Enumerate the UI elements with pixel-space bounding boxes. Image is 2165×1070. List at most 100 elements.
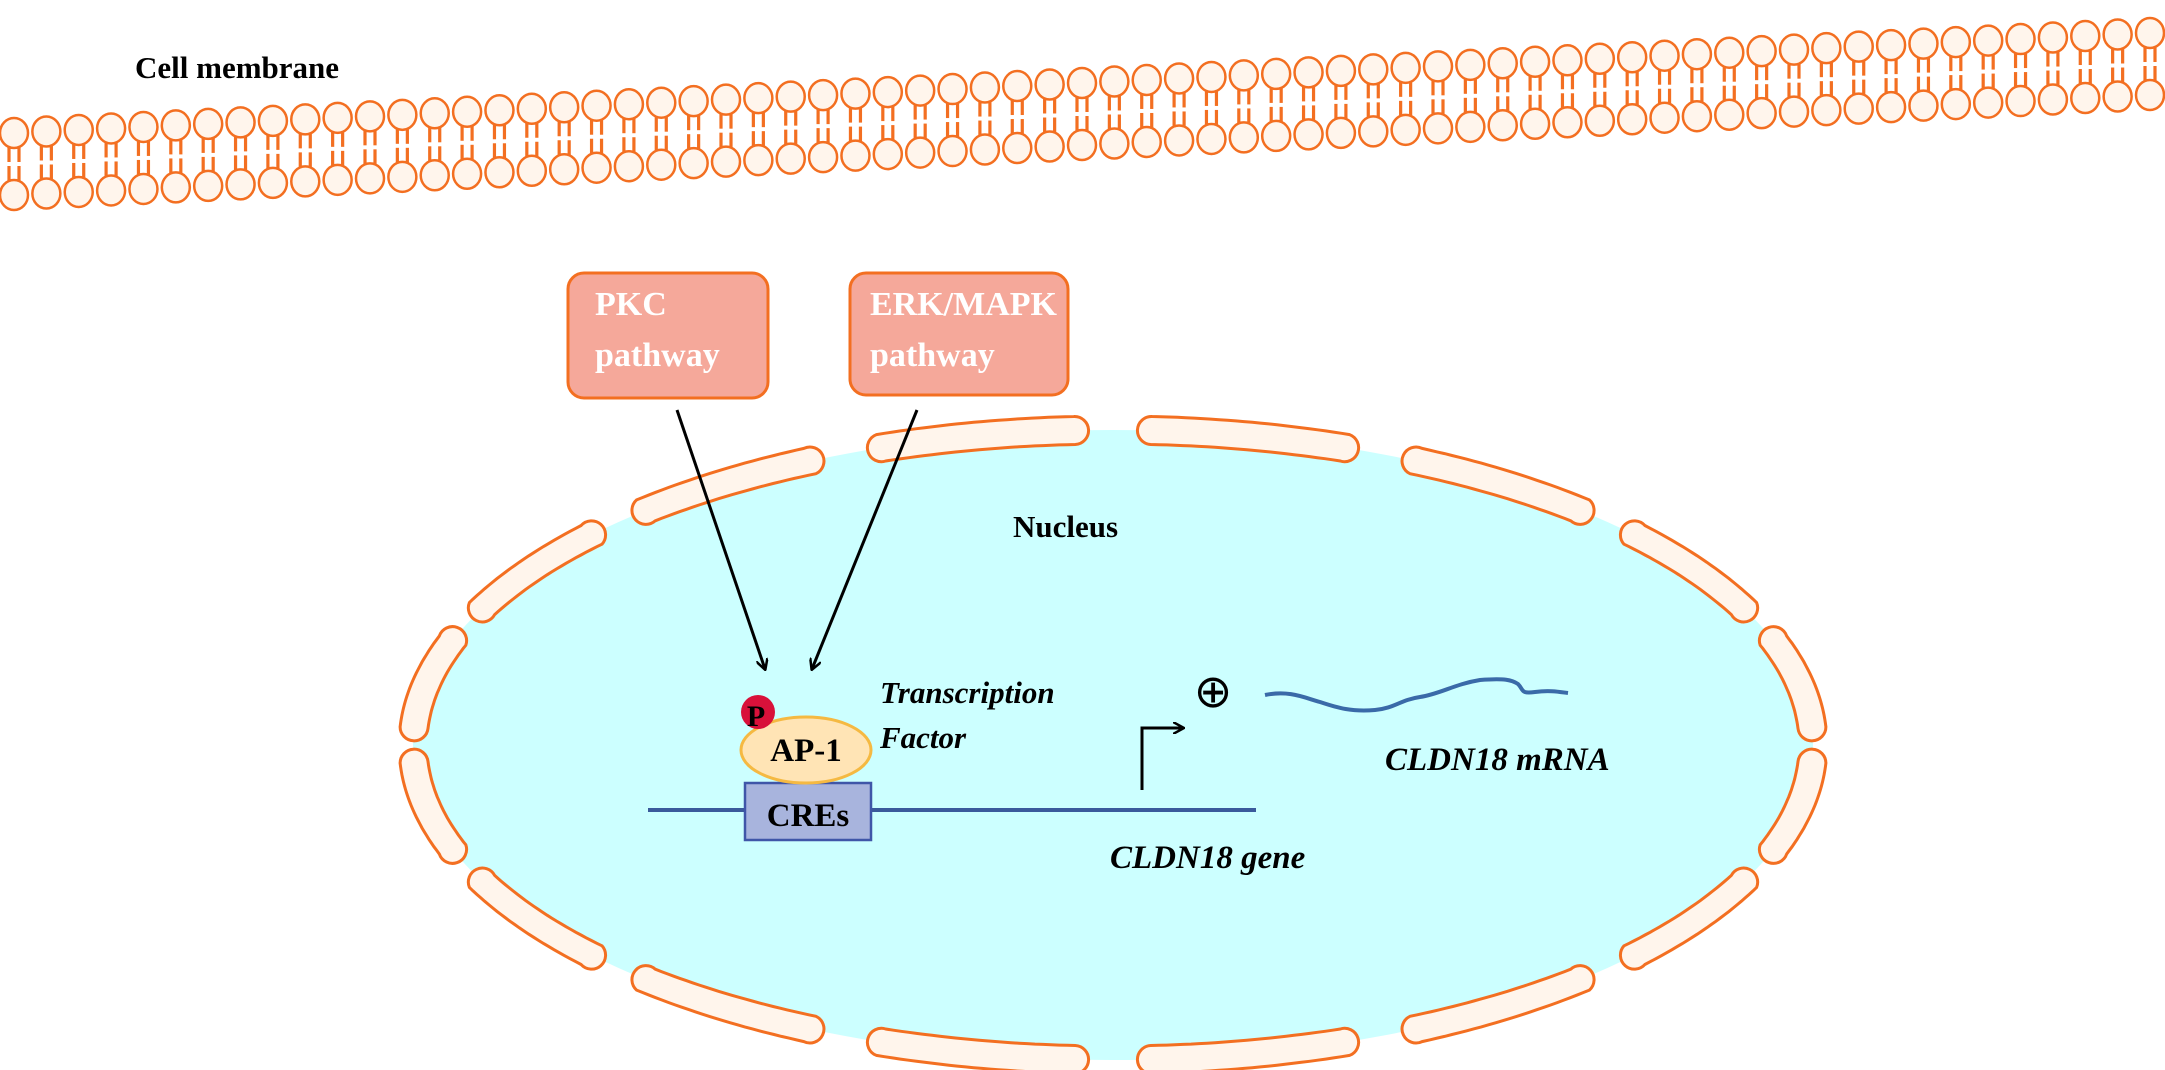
lipid-head (1875, 28, 1907, 62)
nuclear-envelope-segment (630, 964, 826, 1045)
lipid-head (63, 175, 94, 209)
nuclear-envelope-segment (1757, 625, 1828, 743)
lipid-head (1972, 24, 2004, 57)
lipid-head (1163, 124, 1195, 157)
lipid-head (1940, 87, 1972, 121)
erk-mapk-pathway-line2: pathway (870, 337, 995, 374)
lipid-head (95, 112, 127, 145)
lipid-head (1616, 40, 1648, 74)
lipid-head (1552, 44, 1583, 77)
lipid-head (484, 156, 515, 189)
lipid-head (1455, 110, 1486, 144)
lipid-head (1422, 112, 1454, 145)
nuclear-envelope-segment (1618, 519, 1760, 624)
nuclear-envelope-segment (1400, 964, 1596, 1045)
nuclear-envelope-segment (1757, 747, 1828, 865)
lipid-head (31, 115, 62, 148)
lipid-head (646, 148, 677, 181)
lipid-head (1002, 131, 1033, 165)
lipid-head (1002, 69, 1033, 103)
lipid-head (516, 154, 548, 188)
cell-membrane-label: Cell membrane (135, 50, 339, 85)
lipid-head (2070, 19, 2101, 53)
lipid-head (1260, 119, 1292, 153)
phosphate-label: P (747, 700, 765, 733)
lipid-head (1811, 93, 1842, 127)
lipid-head (354, 100, 386, 133)
lipid-head (2005, 84, 2036, 118)
lipid-head (710, 145, 742, 178)
lipid-head (1908, 27, 1939, 60)
lipid-head (1325, 54, 1357, 88)
lipid-head (1293, 56, 1324, 89)
cldn18-mrna-label: CLDN18 mRNA (1385, 742, 1610, 778)
lipid-head (322, 163, 353, 197)
lipid-head (1584, 104, 1616, 138)
lipid-head (451, 95, 483, 129)
lipid-head (1131, 125, 1162, 159)
nucleus-label: Nucleus (1013, 509, 1118, 544)
lipid-head (63, 113, 94, 147)
lipid-head (937, 72, 968, 106)
ap1-transcription-factor: AP-1 (739, 715, 873, 785)
lipid-head (969, 71, 1001, 104)
ap1-label: AP-1 (770, 733, 841, 769)
transcription-factor-line2: Factor (879, 720, 967, 755)
lipid-head (2134, 16, 2165, 50)
lipid-head (1746, 34, 1777, 68)
lipid-head (1972, 86, 2004, 119)
lipid-head (872, 75, 904, 109)
lipid-head (548, 152, 580, 186)
lipid-head (225, 106, 256, 139)
lipid-head (2070, 81, 2101, 115)
lipid-head (2102, 80, 2133, 113)
lipid-head (1681, 37, 1713, 71)
lipid-head (743, 81, 774, 115)
lipid-head (31, 177, 62, 210)
lipid-head (807, 140, 839, 174)
lipid-head (1616, 102, 1648, 136)
nuclear-envelope-segment (865, 1026, 1091, 1070)
lipid-head (1519, 45, 1551, 79)
nuclear-envelope-segment (630, 445, 826, 526)
lipid-head (354, 162, 386, 195)
lipid-head (2037, 21, 2069, 54)
lipid-head (581, 151, 612, 184)
lipid-head (710, 83, 742, 116)
nuclear-envelope (398, 414, 1828, 1070)
lipid-head (1487, 109, 1518, 142)
lipid-head (1099, 65, 1130, 98)
nuclear-envelope-segment (1135, 414, 1361, 464)
erk-mapk-pathway-box: ERK/MAPK pathway (848, 271, 1070, 397)
lipid-head (1163, 62, 1195, 95)
nuclear-envelope-segment (398, 625, 469, 743)
nuclear-envelope-segment (1135, 1026, 1361, 1070)
lipid-head (969, 133, 1001, 166)
lipid-head (840, 77, 871, 110)
nuclear-envelope-segment (466, 519, 608, 624)
lipid-head (1487, 47, 1518, 80)
cres-element: CREs (743, 781, 873, 842)
lipid-head (1649, 101, 1680, 134)
lipid-head (160, 171, 192, 204)
transcription-factor-line1: Transcription (880, 675, 1055, 710)
lipid-head (192, 169, 224, 203)
lipid-head (1293, 118, 1324, 151)
lipid-head (451, 157, 483, 191)
lipid-head (1325, 116, 1357, 150)
lipid-head (419, 97, 450, 130)
nuclear-envelope-segment (398, 747, 469, 865)
lipid-head (1196, 60, 1227, 94)
lipid-head (2134, 78, 2165, 112)
pkc-to-ap1-arrow (675, 409, 765, 669)
transcription-start-arrow (1140, 728, 1183, 790)
lipid-head (613, 149, 645, 183)
lipid-head (225, 168, 256, 201)
nuclear-envelope-segment (466, 866, 608, 971)
lipid-head (484, 94, 515, 127)
lipid-head (1099, 127, 1130, 160)
lipid-head (128, 110, 159, 144)
pkc-pathway-box: PKC pathway (566, 271, 770, 400)
lipid-head (678, 84, 709, 118)
lipid-head (678, 146, 709, 180)
